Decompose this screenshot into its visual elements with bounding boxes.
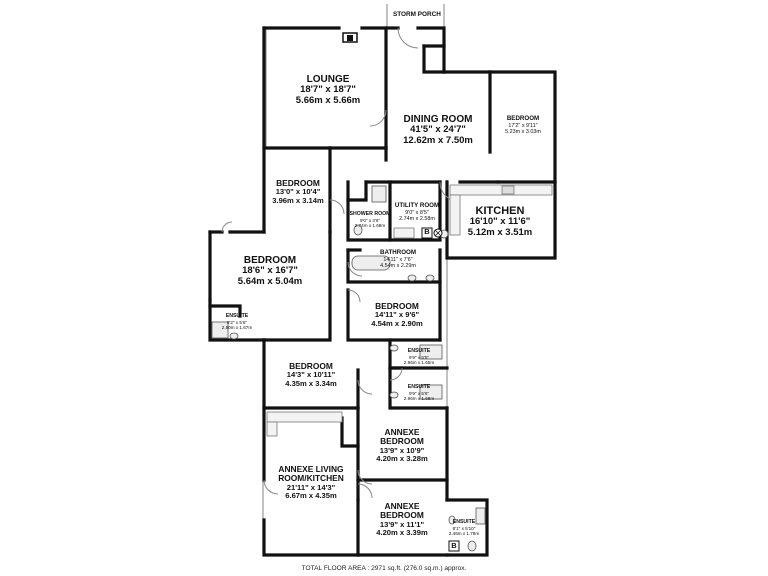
room-metric: 5.64m x 5.04m — [237, 275, 303, 287]
room-bedroom-c: BEDROOM 14'11" x 9'6" 4.54m x 2.90m — [371, 301, 423, 328]
room-metric: 5.23m x 3.03m — [505, 128, 541, 135]
room-bathroom: BATHROOM 14'11" x 7'6" 4.54m x 2.29m — [380, 249, 416, 269]
room-imperial: 18'6" x 16'7" — [242, 265, 298, 277]
room-imperial: 41'5" x 24'7" — [410, 124, 466, 136]
room-ensuite-2: ENSUITE 9'9" x 5'6" 2.96m x 1.68m — [403, 384, 435, 401]
total-floor-area: TOTAL FLOOR AREA : 2971 sq.ft. (276.0 sq… — [301, 565, 467, 572]
room-name: ENSUITE — [407, 348, 431, 354]
room-name: UTILITY ROOM — [394, 202, 440, 209]
boiler-icon — [421, 227, 460, 552]
room-name: ENSUITE — [407, 384, 431, 390]
room-imperial: 21'11" x 14'3" — [286, 482, 336, 492]
room-name: ANNEXE LIVING ROOM/KITCHEN — [278, 464, 344, 484]
room-annexe-bedroom-2: ANNEXE BEDROOM 13'9" x 11'1" 4.20m x 3.3… — [372, 501, 432, 538]
room-name: BEDROOM — [289, 361, 333, 371]
shower-tray-icon — [211, 185, 486, 525]
room-name: ANNEXE BEDROOM — [380, 501, 424, 521]
room-name: SHOWER ROOM — [349, 211, 391, 217]
room-metric: 2.74m x 1.68m — [354, 222, 386, 228]
room-imperial: 17'2" x 9'11" — [508, 122, 538, 129]
room-imperial: 9'9" x 5'5" — [408, 354, 430, 360]
room-metric: 2.96m x 1.65m — [403, 359, 435, 365]
room-imperial: 9'0" x 8'5" — [405, 209, 429, 216]
room-metric: 6.67m x 4.35m — [285, 491, 337, 501]
room-metric: 2.50m x 1.67m — [221, 324, 253, 330]
room-imperial: 14'11" x 7'6" — [383, 256, 413, 263]
room-metric: 2.74m x 2.58m — [399, 215, 435, 222]
boiler-label: B — [424, 227, 430, 236]
room-name: DINING ROOM — [403, 114, 473, 125]
room-annexe-living: ANNEXE LIVING ROOM/KITCHEN 21'11" x 14'3… — [270, 464, 352, 501]
utility-worktop — [393, 227, 415, 239]
room-imperial: 13'9" x 11'1" — [379, 519, 425, 529]
room-name: ENSUITE — [452, 519, 476, 525]
room-imperial: 13'9" x 10'9" — [379, 445, 425, 455]
room-name: BEDROOM — [276, 178, 320, 188]
room-name: BATHROOM — [380, 249, 416, 256]
room-metric: 4.20m x 3.28m — [376, 454, 428, 464]
room-metric: 4.54m x 2.29m — [380, 262, 416, 269]
room-metric: 4.35m x 3.34m — [285, 378, 337, 388]
room-imperial: 18'7" x 18'7" — [300, 84, 356, 96]
room-name: ENSUITE — [225, 313, 249, 319]
room-imperial: 16'10" x 11'6" — [469, 216, 531, 228]
annexe-kitchen-worktop — [266, 411, 343, 437]
fireplace-icon — [342, 32, 358, 43]
room-metric: 4.54m x 2.90m — [371, 318, 423, 328]
toilet-icon — [229, 224, 477, 552]
room-imperial: 14'11" x 9'6" — [374, 310, 420, 320]
bath-icon — [351, 255, 391, 271]
boiler-label: B — [451, 541, 457, 550]
room-metric: 12.62m x 7.50m — [403, 134, 473, 146]
room-name: BEDROOM — [375, 301, 419, 311]
room-annexe-bedroom-1: ANNEXE BEDROOM 13'9" x 10'9" 4.20m x 3.2… — [372, 427, 432, 464]
room-imperial: 8'1" x 5'10" — [452, 525, 476, 531]
room-imperial: 8'2" x 5'6" — [226, 319, 248, 325]
room-name: ANNEXE BEDROOM — [380, 427, 424, 447]
room-ensuite-west: ENSUITE 8'2" x 5'6" 2.50m x 1.67m — [221, 313, 253, 330]
walls — [208, 26, 557, 557]
room-name: LOUNGE — [306, 74, 350, 85]
room-utility: UTILITY ROOM 9'0" x 8'5" 2.74m x 2.58m — [394, 202, 440, 222]
room-name: BEDROOM — [506, 115, 540, 122]
room-shower: SHOWER ROOM 9'0" x 3'6" 2.74m x 1.68m — [349, 211, 391, 228]
room-dining: DINING ROOM 41'5" x 24'7" 12.62m x 7.50m — [403, 114, 473, 146]
room-bedroom-large: BEDROOM 18'6" x 16'7" 5.64m x 5.04m — [238, 255, 302, 287]
room-metric: 3.96m x 3.14m — [272, 195, 324, 205]
room-imperial: 9'9" x 5'6" — [408, 390, 430, 396]
room-name: BEDROOM — [243, 255, 297, 266]
room-bedroom-ne: BEDROOM 17'2" x 9'11" 5.23m x 3.03m — [505, 115, 541, 135]
room-imperial: 14'3" x 10'11" — [286, 370, 336, 380]
room-bedroom-mid: BEDROOM 13'0" x 10'4" 3.96m x 3.14m — [272, 178, 324, 205]
room-imperial: 9'0" x 3'6" — [359, 217, 381, 223]
room-ensuite-1: ENSUITE 9'9" x 5'5" 2.96m x 1.65m — [403, 348, 435, 365]
room-metric: 2.96m x 1.68m — [403, 395, 435, 401]
storm-porch-label: STORM PORCH — [393, 11, 441, 18]
room-metric: 4.20m x 3.39m — [376, 528, 428, 538]
room-imperial: 13'0" x 10'4" — [275, 187, 321, 197]
room-kitchen: KITCHEN 16'10" x 11'6" 5.12m x 3.51m — [468, 205, 532, 239]
room-metric: 5.12m x 3.51m — [467, 226, 533, 238]
room-name: KITCHEN — [475, 205, 525, 217]
room-bedroom-s: BEDROOM 14'3" x 10'11" 4.35m x 3.34m — [285, 361, 337, 388]
room-metric: 5.66m x 5.66m — [295, 94, 361, 106]
room-lounge: LOUNGE 18'7" x 18'7" 5.66m x 5.66m — [296, 74, 360, 106]
room-ensuite-3: ENSUITE 8'1" x 5'10" 2.46m x 1.78m — [448, 519, 480, 536]
kitchen-worktop — [449, 184, 553, 236]
room-metric: 2.46m x 1.78m — [448, 530, 480, 536]
